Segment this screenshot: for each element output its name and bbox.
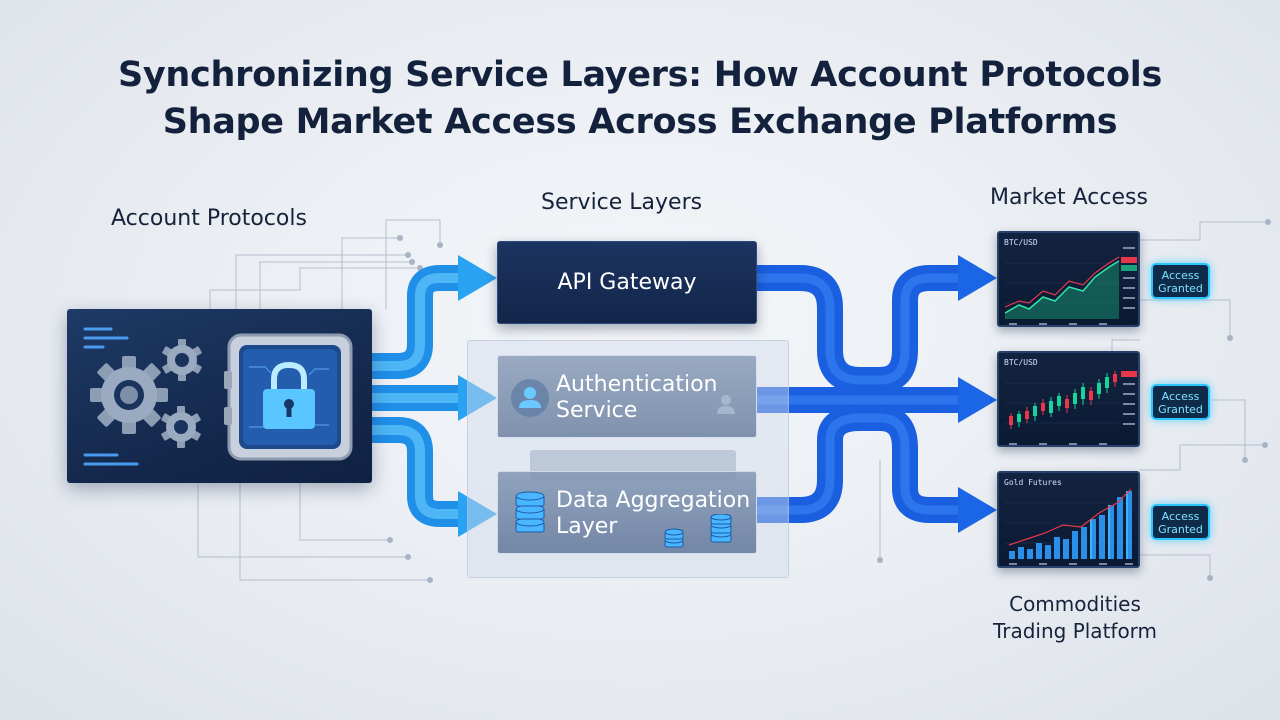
- auth-label-line-2: Service: [556, 398, 638, 423]
- market-title: BTC/USD: [1004, 358, 1038, 367]
- gear-icon: [162, 339, 202, 381]
- page-title: Synchronizing Service Layers: How Accoun…: [0, 52, 1280, 146]
- badge-line-2: Granted: [1158, 282, 1203, 295]
- data-label-line-2: Layer: [556, 514, 618, 539]
- circuit-lines: [197, 219, 1268, 581]
- code-lines: [83, 327, 139, 466]
- service-layers-heading: Service Layers: [541, 190, 703, 215]
- title-line-2: Shape Market Access Across Exchange Plat…: [162, 102, 1118, 142]
- api-gateway-label: API Gateway: [557, 269, 697, 295]
- badge-line-1: Access: [1161, 510, 1200, 523]
- commodities-caption: Commodities Trading Platform: [960, 591, 1190, 645]
- database-icon: [515, 491, 545, 533]
- caption-line-2: Trading Platform: [992, 619, 1158, 643]
- api-gateway-box: API Gateway: [497, 241, 757, 324]
- market-arrowheads: [958, 255, 997, 533]
- market-title: BTC/USD: [1004, 238, 1038, 247]
- account-protocols-heading: Account Protocols: [111, 206, 307, 231]
- padlock-icon: [263, 361, 315, 429]
- market-screen-gold-futures: Gold Futures: [997, 471, 1140, 568]
- protocol-flow-arrows: [372, 265, 462, 527]
- database-icon: [664, 528, 684, 548]
- market-screen-btc-candles: BTC/USD: [997, 351, 1140, 447]
- authentication-service-box: Authentication Service: [497, 355, 757, 438]
- title-line-1: Synchronizing Service Layers: How Accoun…: [118, 55, 1162, 95]
- gear-icon: [161, 406, 201, 448]
- auth-label-line-1: Authentication: [556, 372, 718, 397]
- user-icon: [511, 379, 549, 417]
- badge-line-2: Granted: [1158, 403, 1203, 416]
- market-access-heading: Market Access: [990, 185, 1148, 210]
- market-screen-btc-line: BTC/USD: [997, 231, 1140, 327]
- badge-line-2: Granted: [1158, 523, 1203, 536]
- account-protocols-panel: [67, 309, 372, 483]
- access-granted-badge: Access Granted: [1151, 263, 1210, 299]
- gear-icon: [90, 356, 168, 434]
- market-title: Gold Futures: [1004, 478, 1062, 487]
- user-icon: [717, 395, 735, 414]
- data-label-line-1: Data Aggregation: [556, 488, 751, 513]
- market-flow-arrows: [757, 265, 962, 523]
- caption-line-1: Commodities: [1009, 592, 1141, 616]
- badge-line-1: Access: [1161, 269, 1200, 282]
- access-granted-badge: Access Granted: [1151, 504, 1210, 540]
- data-aggregation-box: Data Aggregation Layer: [497, 471, 757, 554]
- access-granted-badge: Access Granted: [1151, 384, 1210, 420]
- database-icon: [710, 514, 732, 543]
- badge-line-1: Access: [1161, 390, 1200, 403]
